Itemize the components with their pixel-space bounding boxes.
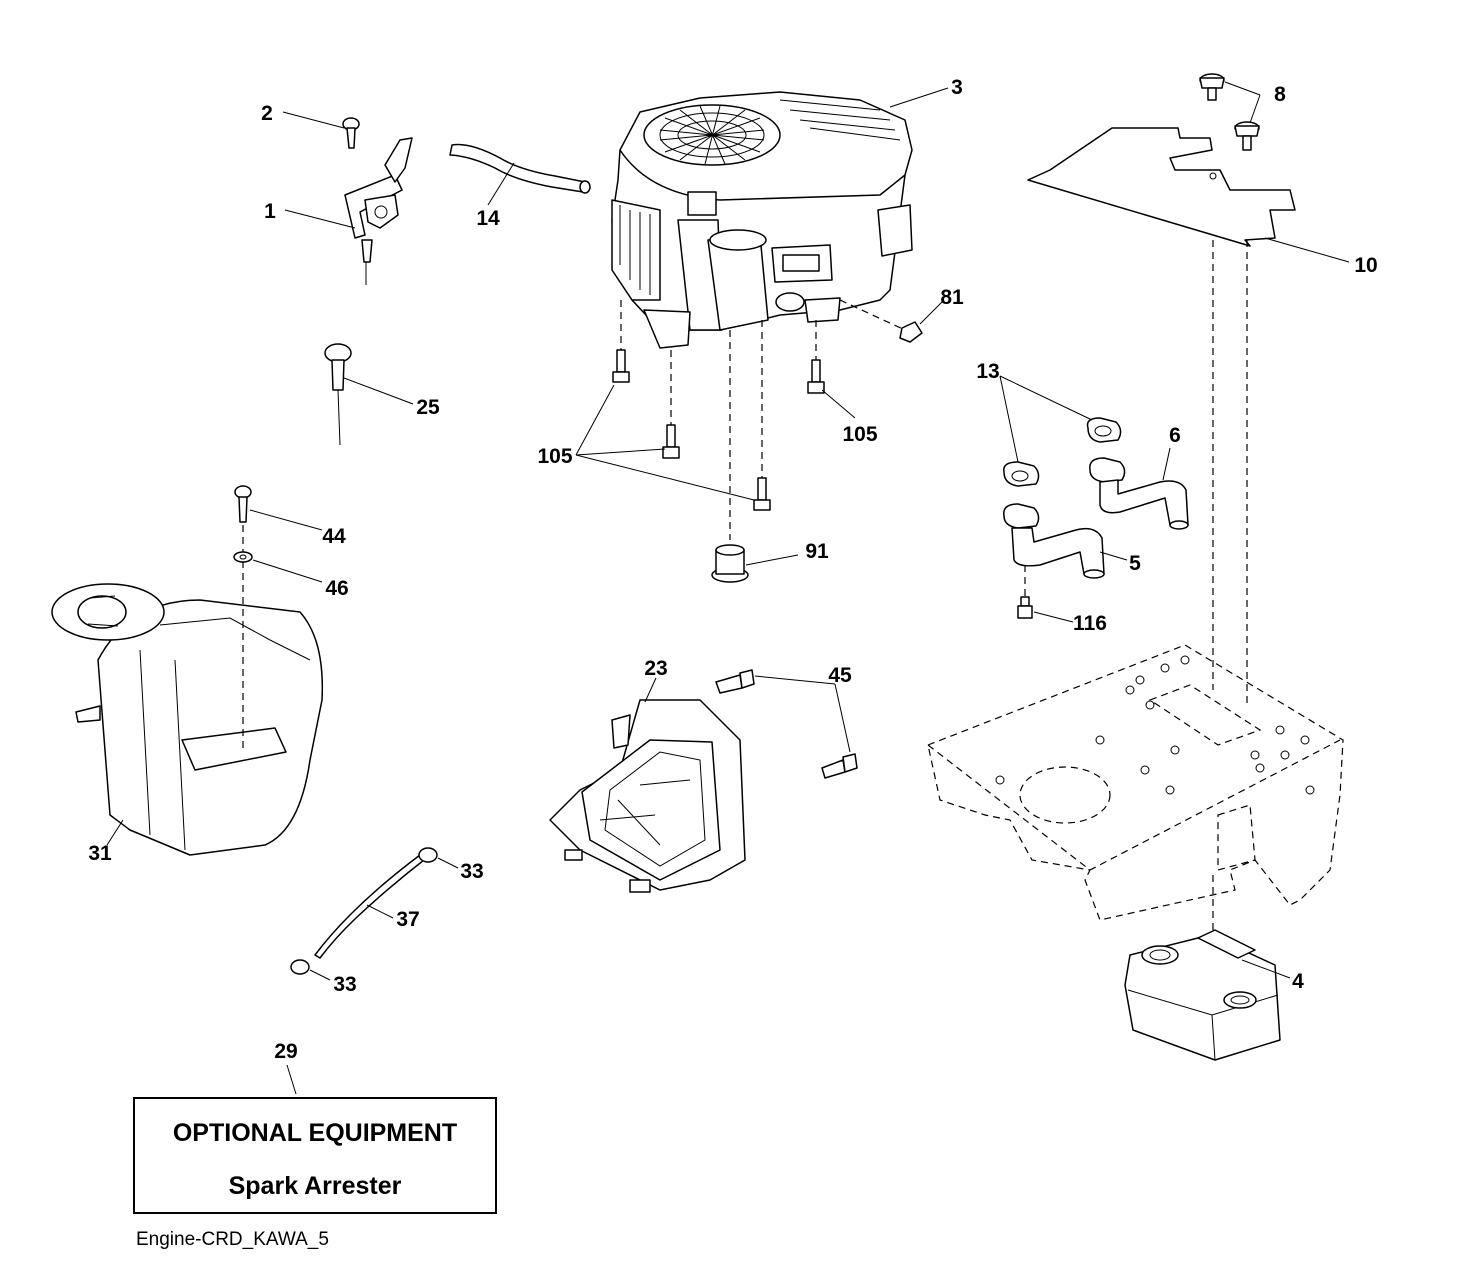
callout-29: 29 bbox=[274, 1040, 297, 1063]
optional-equipment-title: OPTIONAL EQUIPMENT bbox=[172, 1119, 458, 1147]
callout-8: 8 bbox=[1274, 83, 1286, 106]
bolt-45-b bbox=[821, 753, 858, 779]
dipstick-25 bbox=[324, 343, 352, 446]
heat-shield-10 bbox=[1027, 127, 1296, 247]
clamp-33-a bbox=[418, 847, 438, 863]
callout-25: 25 bbox=[416, 396, 440, 419]
callout-33-upper: 33 bbox=[460, 860, 483, 883]
washer-46 bbox=[233, 551, 253, 563]
callout-23: 23 bbox=[644, 657, 667, 680]
bolt-8-b bbox=[1234, 121, 1260, 151]
callout-5: 5 bbox=[1129, 552, 1141, 575]
callout-1: 1 bbox=[264, 200, 276, 223]
gasket-13-b bbox=[1003, 461, 1040, 487]
callout-6: 6 bbox=[1169, 424, 1181, 447]
bolt-105-b bbox=[662, 424, 680, 459]
callout-31: 31 bbox=[88, 842, 112, 865]
callout-37: 37 bbox=[396, 908, 419, 931]
bolt-105-c bbox=[753, 477, 771, 511]
callout-44: 44 bbox=[322, 525, 346, 548]
callout-3: 3 bbox=[951, 76, 963, 99]
callout-105-left: 105 bbox=[537, 445, 572, 468]
fuel-tank-31 bbox=[51, 583, 324, 856]
callout-105-right: 105 bbox=[842, 423, 877, 446]
hose-14 bbox=[449, 143, 586, 193]
callout-81: 81 bbox=[940, 286, 964, 309]
bolt-45-a bbox=[715, 669, 755, 694]
callout-116: 116 bbox=[1073, 612, 1107, 635]
frame-dashed bbox=[927, 644, 1344, 921]
clamp-33-b bbox=[290, 959, 310, 975]
battery-tray-23 bbox=[549, 699, 746, 893]
bolt-105-a bbox=[612, 349, 630, 383]
nut-81 bbox=[899, 321, 923, 343]
screw-2 bbox=[342, 117, 360, 149]
optional-equipment-box: OPTIONAL EQUIPMENT Spark Arrester bbox=[133, 1097, 497, 1214]
engine-assembly bbox=[611, 91, 913, 349]
bolt-116 bbox=[1017, 596, 1033, 619]
callout-45: 45 bbox=[828, 664, 852, 687]
callout-10: 10 bbox=[1354, 254, 1377, 277]
bolt-8-a bbox=[1199, 73, 1225, 101]
throttle-control bbox=[344, 137, 413, 285]
drawing-id: Engine-CRD_KAWA_5 bbox=[136, 1229, 329, 1250]
fuel-line-37 bbox=[314, 854, 425, 959]
callout-14: 14 bbox=[476, 207, 500, 230]
callout-2: 2 bbox=[261, 102, 273, 125]
bushing-91 bbox=[711, 544, 749, 583]
callout-13: 13 bbox=[976, 360, 999, 383]
muffler-4 bbox=[1124, 929, 1281, 1061]
callout-46: 46 bbox=[325, 577, 348, 600]
optional-equipment-item: Spark Arrester bbox=[228, 1172, 402, 1200]
gasket-13-a bbox=[1086, 417, 1122, 443]
callout-33-lower: 33 bbox=[333, 973, 356, 996]
callout-4: 4 bbox=[1292, 970, 1304, 993]
bolt-105-d bbox=[807, 359, 825, 394]
callout-91: 91 bbox=[805, 540, 829, 563]
exhaust-pipe-6 bbox=[1089, 457, 1189, 530]
exhaust-pipe-5 bbox=[1003, 503, 1105, 579]
screw-44 bbox=[234, 485, 252, 523]
